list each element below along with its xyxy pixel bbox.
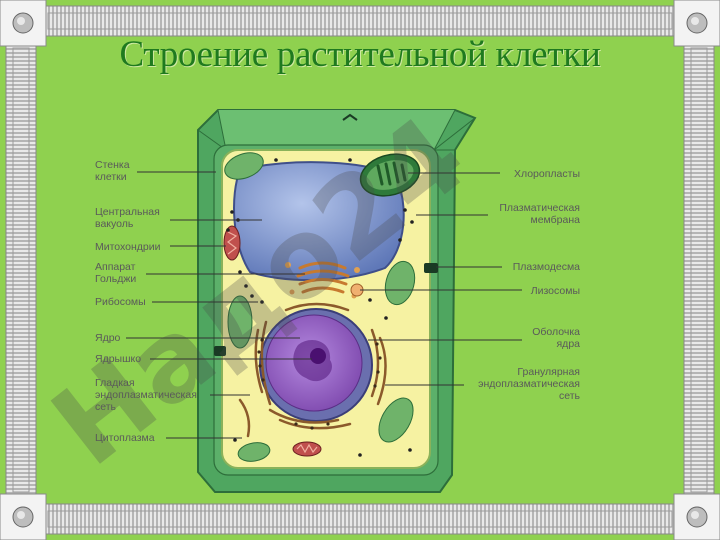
label-plasmodesma: Плазмодесма — [512, 261, 580, 273]
frame — [5, 5, 715, 535]
label-cell-wall: Стенка клетки — [95, 159, 130, 183]
label-smooth-er: Гладкая эндоплазматическая сеть — [95, 377, 197, 413]
endoplasmic-reticulum — [238, 302, 387, 438]
label-lysosomes: Лизосомы — [530, 285, 580, 297]
label-mitochondria: Митохондрии — [95, 241, 161, 253]
label-central-vacuole: Центральная вакуоль — [95, 206, 160, 230]
label-chloroplasts: Хлоропласты — [513, 168, 580, 180]
label-rough-er: Гранулярная эндоплазматическая сеть — [478, 366, 580, 402]
label-nuclear-envelope: Оболочка ядра — [532, 326, 580, 350]
chloroplasts — [224, 152, 421, 462]
label-golgi: Аппарат Гольджи — [95, 261, 137, 285]
label-plasma-membrane: Плазматическая мембрана — [499, 202, 580, 226]
label-ribosomes: Рибосомы — [95, 296, 146, 308]
slide-title: Строение растительной клетки — [119, 34, 601, 75]
plant-cell — [197, 109, 477, 493]
label-nucleolus: Ядрышко — [95, 353, 142, 365]
plasmodesmata — [214, 263, 438, 356]
label-cytoplasm: Цитоплазма — [95, 432, 155, 444]
nucleolus — [310, 348, 326, 364]
golgi-apparatus — [296, 261, 350, 294]
leader-lines — [126, 171, 522, 439]
mitochondria — [223, 225, 322, 457]
label-nucleus: Ядро — [95, 332, 121, 344]
ribosomes — [226, 158, 414, 457]
